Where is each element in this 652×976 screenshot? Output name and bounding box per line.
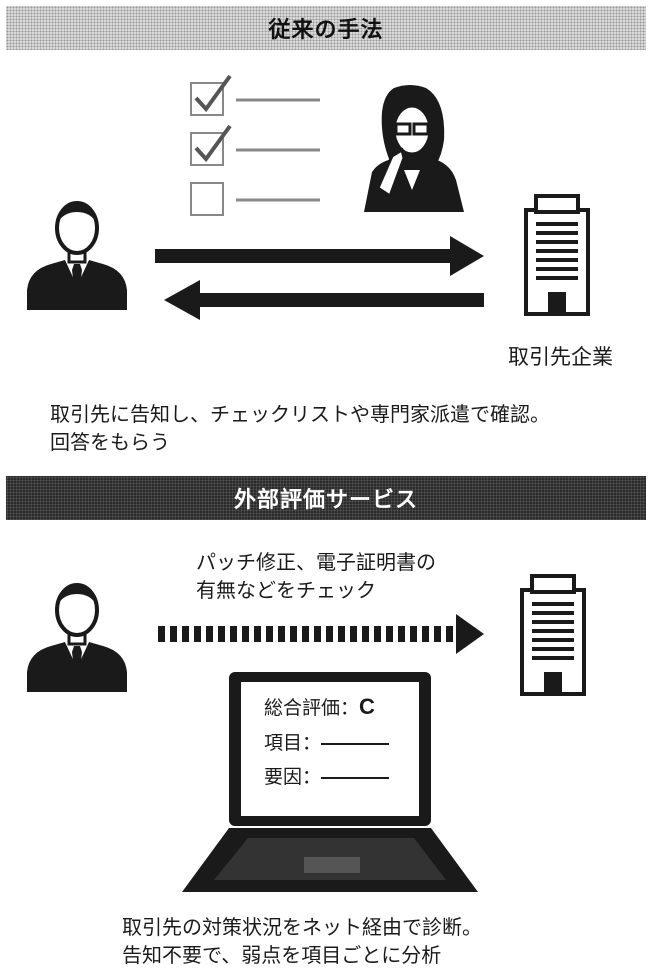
screen-factor-line [321,776,390,779]
traditional-caption-line2: 回答をもらう [50,430,170,454]
screen-rating-value: C [359,694,375,719]
screen-item-line [321,742,390,745]
building-icon [520,574,586,696]
screen-item-label: 項目： [264,732,322,754]
person-icon [25,200,129,312]
company-label: 取引先企業 [508,345,613,369]
traditional-method-title: 従来の手法 [268,18,384,43]
external-caption-line2: 告知不要で、弱点を項目ごとに分析 [122,943,442,967]
external-service-header: 外部評価サービス [6,476,646,520]
external-note-line1: パッチ修正、電子証明書の [196,550,436,574]
traditional-caption-line1: 取引先に告知し、チェックリストや専門家派遣で確認。 [50,402,550,426]
screen-rating-label: 総合評価： [264,697,360,719]
checklist-icon [190,74,320,216]
external-caption-line1: 取引先の対策状況をネット経由で診断。 [122,915,482,939]
building-icon [524,194,590,316]
person-icon [25,582,129,694]
arrow-right-icon [155,236,484,276]
expert-woman-icon [364,85,464,212]
external-service-title: 外部評価サービス [233,488,418,513]
screen-factor-row: 要因： [264,763,390,791]
traditional-method-header: 従来の手法 [6,6,646,50]
screen-factor-label: 要因： [264,766,322,788]
arrow-left-icon [164,280,484,320]
dotted-arrow-icon [158,614,484,654]
external-note-line2: 有無などをチェック [196,578,376,602]
screen-item-row: 項目： [264,729,390,757]
screen-rating-row: 総合評価：C [264,693,375,722]
laptop-icon [182,672,478,892]
